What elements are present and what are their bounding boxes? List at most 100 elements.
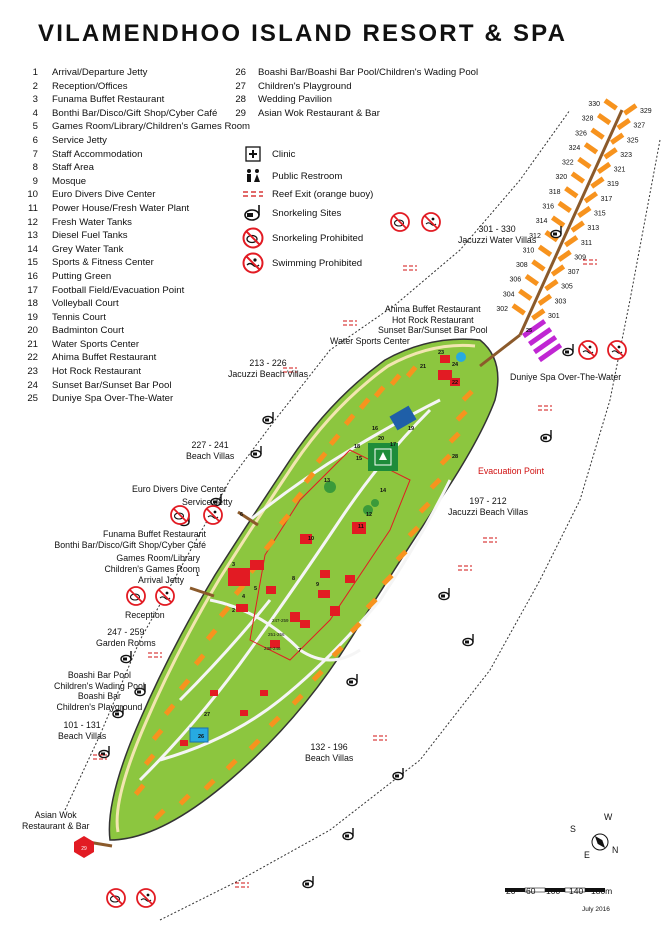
snorkel-site-marker [120,650,132,664]
snorkel-site-marker [540,429,552,443]
map-number-23: 23 [438,350,444,356]
resort-building [300,620,310,628]
snorkel-prohibited-marker [390,212,410,232]
map-number-19: 19 [408,426,414,432]
resort-building [438,370,452,380]
snorkel-prohibited-marker [170,505,190,525]
water-villa [616,117,631,131]
snorkel-site-marker [98,745,110,759]
water-villa [583,191,599,204]
map-number-22: 22 [452,380,458,386]
duniye-spa [522,319,563,363]
reef-exit-marker [234,882,250,888]
label-arrival: Arrival Jetty [138,575,184,585]
water-villa-number: 321 [614,167,626,174]
fresh-water-tank-icon [371,499,379,507]
beach-villa [365,597,378,610]
symbol-label-swim-prohibited: Swimming Prohibited [272,257,363,269]
water-villa [596,112,612,126]
resort-building [320,570,330,578]
water-villa-number: 322 [562,160,574,167]
water-villa [603,98,618,111]
resort-building [240,710,248,716]
water-villa-number: 313 [587,225,599,232]
snorkel-prohibited-marker [126,586,146,606]
tennis-court [389,405,417,431]
beach-villa [418,501,431,514]
water-villa-jetty [479,333,521,368]
resort-building [290,612,300,622]
map-title: VILAMENDHOO ISLAND RESORT & SPA [38,20,568,47]
beach-villa [291,491,304,504]
compass-n: N [612,845,619,855]
reef-exit-icon [240,185,266,203]
symbol-label-reef-exit: Reef Exit (orange buoy) [272,188,374,200]
beach-villa [151,728,164,741]
beach-villa [455,409,468,422]
resort-building [270,640,280,648]
map-number-25: 25 [526,328,532,334]
water-villa [603,147,618,160]
sunset-pool [456,352,466,362]
reef-exit-marker [342,320,358,326]
map-number-14: 14 [380,488,387,494]
water-villa-number: 323 [620,152,632,159]
water-villa-number: 327 [633,123,645,130]
arrival-jetty [189,586,215,598]
swim-prohibited-icon [240,252,266,274]
reef-line-west [64,109,571,811]
swim-prohibited-marker [421,212,441,232]
swim-prohibited-marker [607,340,627,360]
water-villa-number: 315 [594,211,606,218]
beach-villa [395,549,408,562]
snorkel-site-marker [392,767,404,781]
map-number-9: 9 [316,582,319,588]
map-number-4: 4 [242,594,246,600]
water-villa-number: 302 [496,306,508,313]
map-number-5: 5 [254,586,257,592]
beach-villa [439,453,452,466]
beach-villa [389,373,402,386]
symbol-row-reef-exit: Reef Exit (orange buoy) [240,187,373,201]
beach-villa [193,653,206,666]
beach-villa [461,389,474,402]
map-number-28: 28 [452,454,458,460]
snorkel-site-marker [262,411,274,425]
water-villa-number: 312 [529,233,541,240]
map-number-17: 17 [390,442,396,448]
water-villa [537,293,553,306]
water-villa [550,264,566,277]
label-water-sports: Water Sports Center [330,336,410,346]
reef-exit-marker [457,565,473,571]
water-villa [590,176,605,189]
resort-building [228,568,250,586]
room-range-label: 247-259 [272,618,289,623]
snorkel-site-marker [550,225,562,239]
water-villa-number: 320 [555,174,567,181]
map-numbers: 1234567891011121314151617181920212223242… [196,328,532,740]
water-villa [524,274,540,287]
water-villa-number: 316 [542,204,554,211]
symbol-label-snorkel-prohibited: Snorkeling Prohibited [272,232,364,244]
water-villa [564,186,579,199]
snorkel-site-marker [438,587,450,601]
beach-villa [153,808,166,821]
snorkel-site-marker [462,633,474,647]
compass-e: E [584,850,590,860]
water-villa-number: 310 [523,247,535,254]
water-villa [531,308,546,321]
symbol-label-snorkel: Snorkeling Sites [272,207,342,219]
scale-bar [505,887,605,893]
resort-building [250,560,264,570]
beach-villa [268,715,281,728]
